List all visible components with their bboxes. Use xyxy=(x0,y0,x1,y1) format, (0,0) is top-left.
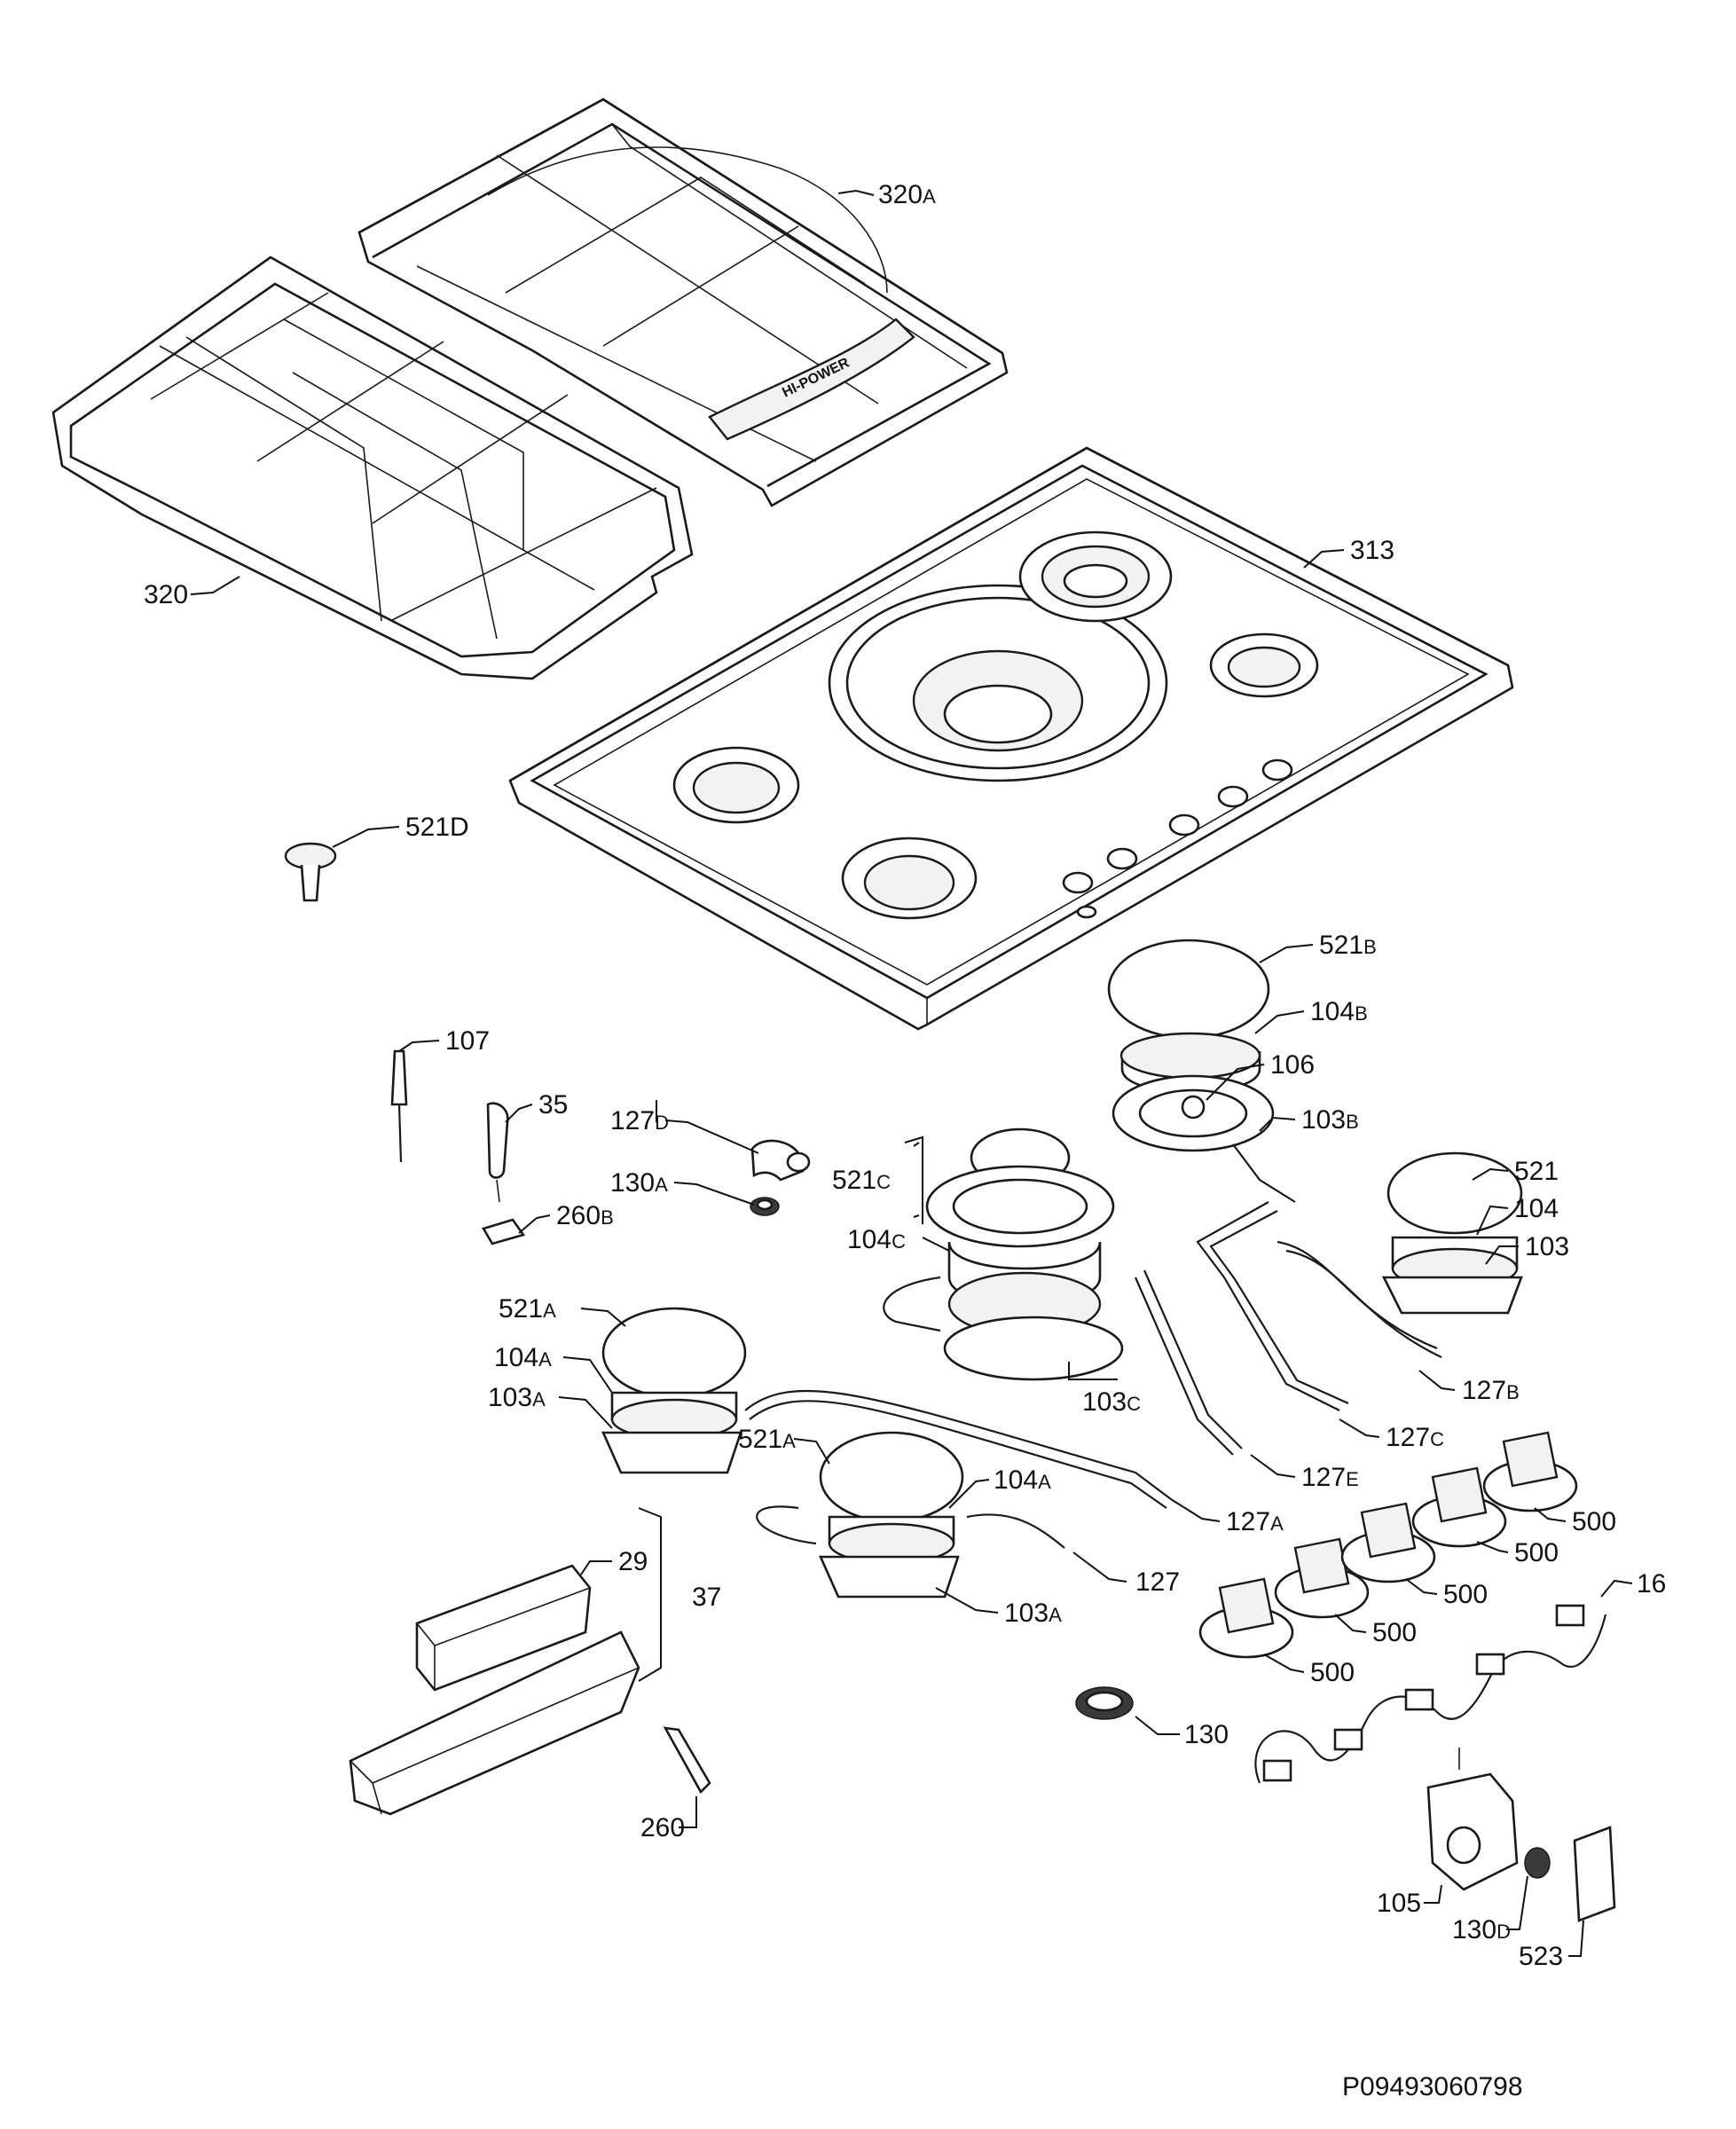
ignition-generator-37 xyxy=(349,1630,640,1816)
ring-130 xyxy=(1075,1686,1134,1720)
spark-plug-35 xyxy=(486,1102,509,1203)
label-35: 35 xyxy=(538,1090,568,1119)
label-106: 106 xyxy=(1270,1050,1315,1080)
label-521a-left: 521A xyxy=(499,1294,556,1324)
gas-valve-105 xyxy=(1426,1748,1519,1891)
label-127d: 127D xyxy=(610,1106,669,1135)
label-105: 105 xyxy=(1377,1889,1421,1918)
ring-130a xyxy=(750,1197,780,1216)
label-127a: 127A xyxy=(1226,1507,1284,1536)
burner-c-stack xyxy=(883,1127,1124,1381)
label-130: 130 xyxy=(1184,1720,1229,1749)
label-103b: 103B xyxy=(1301,1105,1359,1135)
label-260b: 260B xyxy=(556,1201,614,1230)
label-16: 16 xyxy=(1637,1569,1666,1599)
label-104c: 104C xyxy=(847,1225,906,1254)
label-523: 523 xyxy=(1519,1942,1563,1971)
label-521c: 521C xyxy=(832,1166,891,1195)
label-130d: 130D xyxy=(1452,1915,1511,1944)
label-103c: 103C xyxy=(1082,1387,1141,1417)
label-103: 103 xyxy=(1525,1232,1569,1261)
burner-right-stack xyxy=(1381,1151,1523,1315)
label-37: 37 xyxy=(692,1583,721,1612)
label-130a: 130A xyxy=(610,1168,668,1198)
label-260: 260 xyxy=(640,1813,685,1842)
label-500-e: 500 xyxy=(1310,1658,1355,1687)
label-320a: 320A xyxy=(878,180,936,209)
knob-500-e xyxy=(1482,1431,1578,1512)
knob-500-a xyxy=(1198,1577,1294,1659)
label-500-a: 500 xyxy=(1572,1507,1616,1536)
label-103a-middle: 103A xyxy=(1004,1599,1062,1628)
label-313: 313 xyxy=(1350,536,1394,565)
label-521b: 521B xyxy=(1319,931,1377,960)
label-320: 320 xyxy=(144,580,188,609)
burner-b-stack xyxy=(1107,939,1296,1203)
knob-500-d xyxy=(1411,1466,1507,1548)
label-127c: 127C xyxy=(1386,1423,1444,1452)
label-500-b: 500 xyxy=(1514,1538,1559,1567)
cap-521d xyxy=(284,842,337,902)
elbow-127d xyxy=(750,1139,811,1182)
gas-pipes xyxy=(744,1201,1442,1549)
label-103a-left: 103A xyxy=(488,1383,546,1412)
label-521d: 521D xyxy=(405,813,469,842)
label-104a-left: 104A xyxy=(494,1343,552,1372)
ring-130d xyxy=(1524,1847,1551,1879)
label-104a-middle: 104A xyxy=(994,1465,1051,1495)
label-127b: 127B xyxy=(1462,1376,1520,1405)
label-104b: 104B xyxy=(1310,997,1368,1026)
label-127e: 127E xyxy=(1301,1463,1359,1492)
clip-260b xyxy=(482,1218,526,1245)
bracket-37 xyxy=(638,1507,662,1682)
knob-500-b xyxy=(1274,1537,1370,1619)
part-labels: 320A 320 313 521D 521B 104B 106 103B 107… xyxy=(144,180,1666,1971)
label-500-c: 500 xyxy=(1443,1580,1488,1609)
clip-260 xyxy=(663,1726,711,1795)
label-521a-middle: 521A xyxy=(738,1425,796,1454)
label-29: 29 xyxy=(618,1547,648,1576)
hob-top-313 xyxy=(508,446,1514,1031)
drawing-code: P09493060798 xyxy=(1342,2072,1523,2102)
label-521: 521 xyxy=(1514,1157,1559,1186)
leader-lines xyxy=(190,189,1633,1957)
label-104: 104 xyxy=(1514,1194,1559,1223)
ignition-generator-29 xyxy=(415,1564,592,1692)
label-127: 127 xyxy=(1135,1567,1180,1597)
switch-harness-16 xyxy=(1254,1604,1607,1784)
burner-a-middle-stack xyxy=(818,1431,964,1599)
bracket-523 xyxy=(1573,1826,1616,1922)
pan-support-320a: HI-POWER xyxy=(357,98,1009,507)
thermocouple-107 xyxy=(390,1049,408,1163)
label-500-d: 500 xyxy=(1372,1618,1417,1647)
pan-support-320 xyxy=(51,255,694,680)
burner-a-left-stack xyxy=(601,1307,747,1474)
label-107: 107 xyxy=(445,1026,490,1056)
knob-500-c xyxy=(1340,1502,1436,1583)
